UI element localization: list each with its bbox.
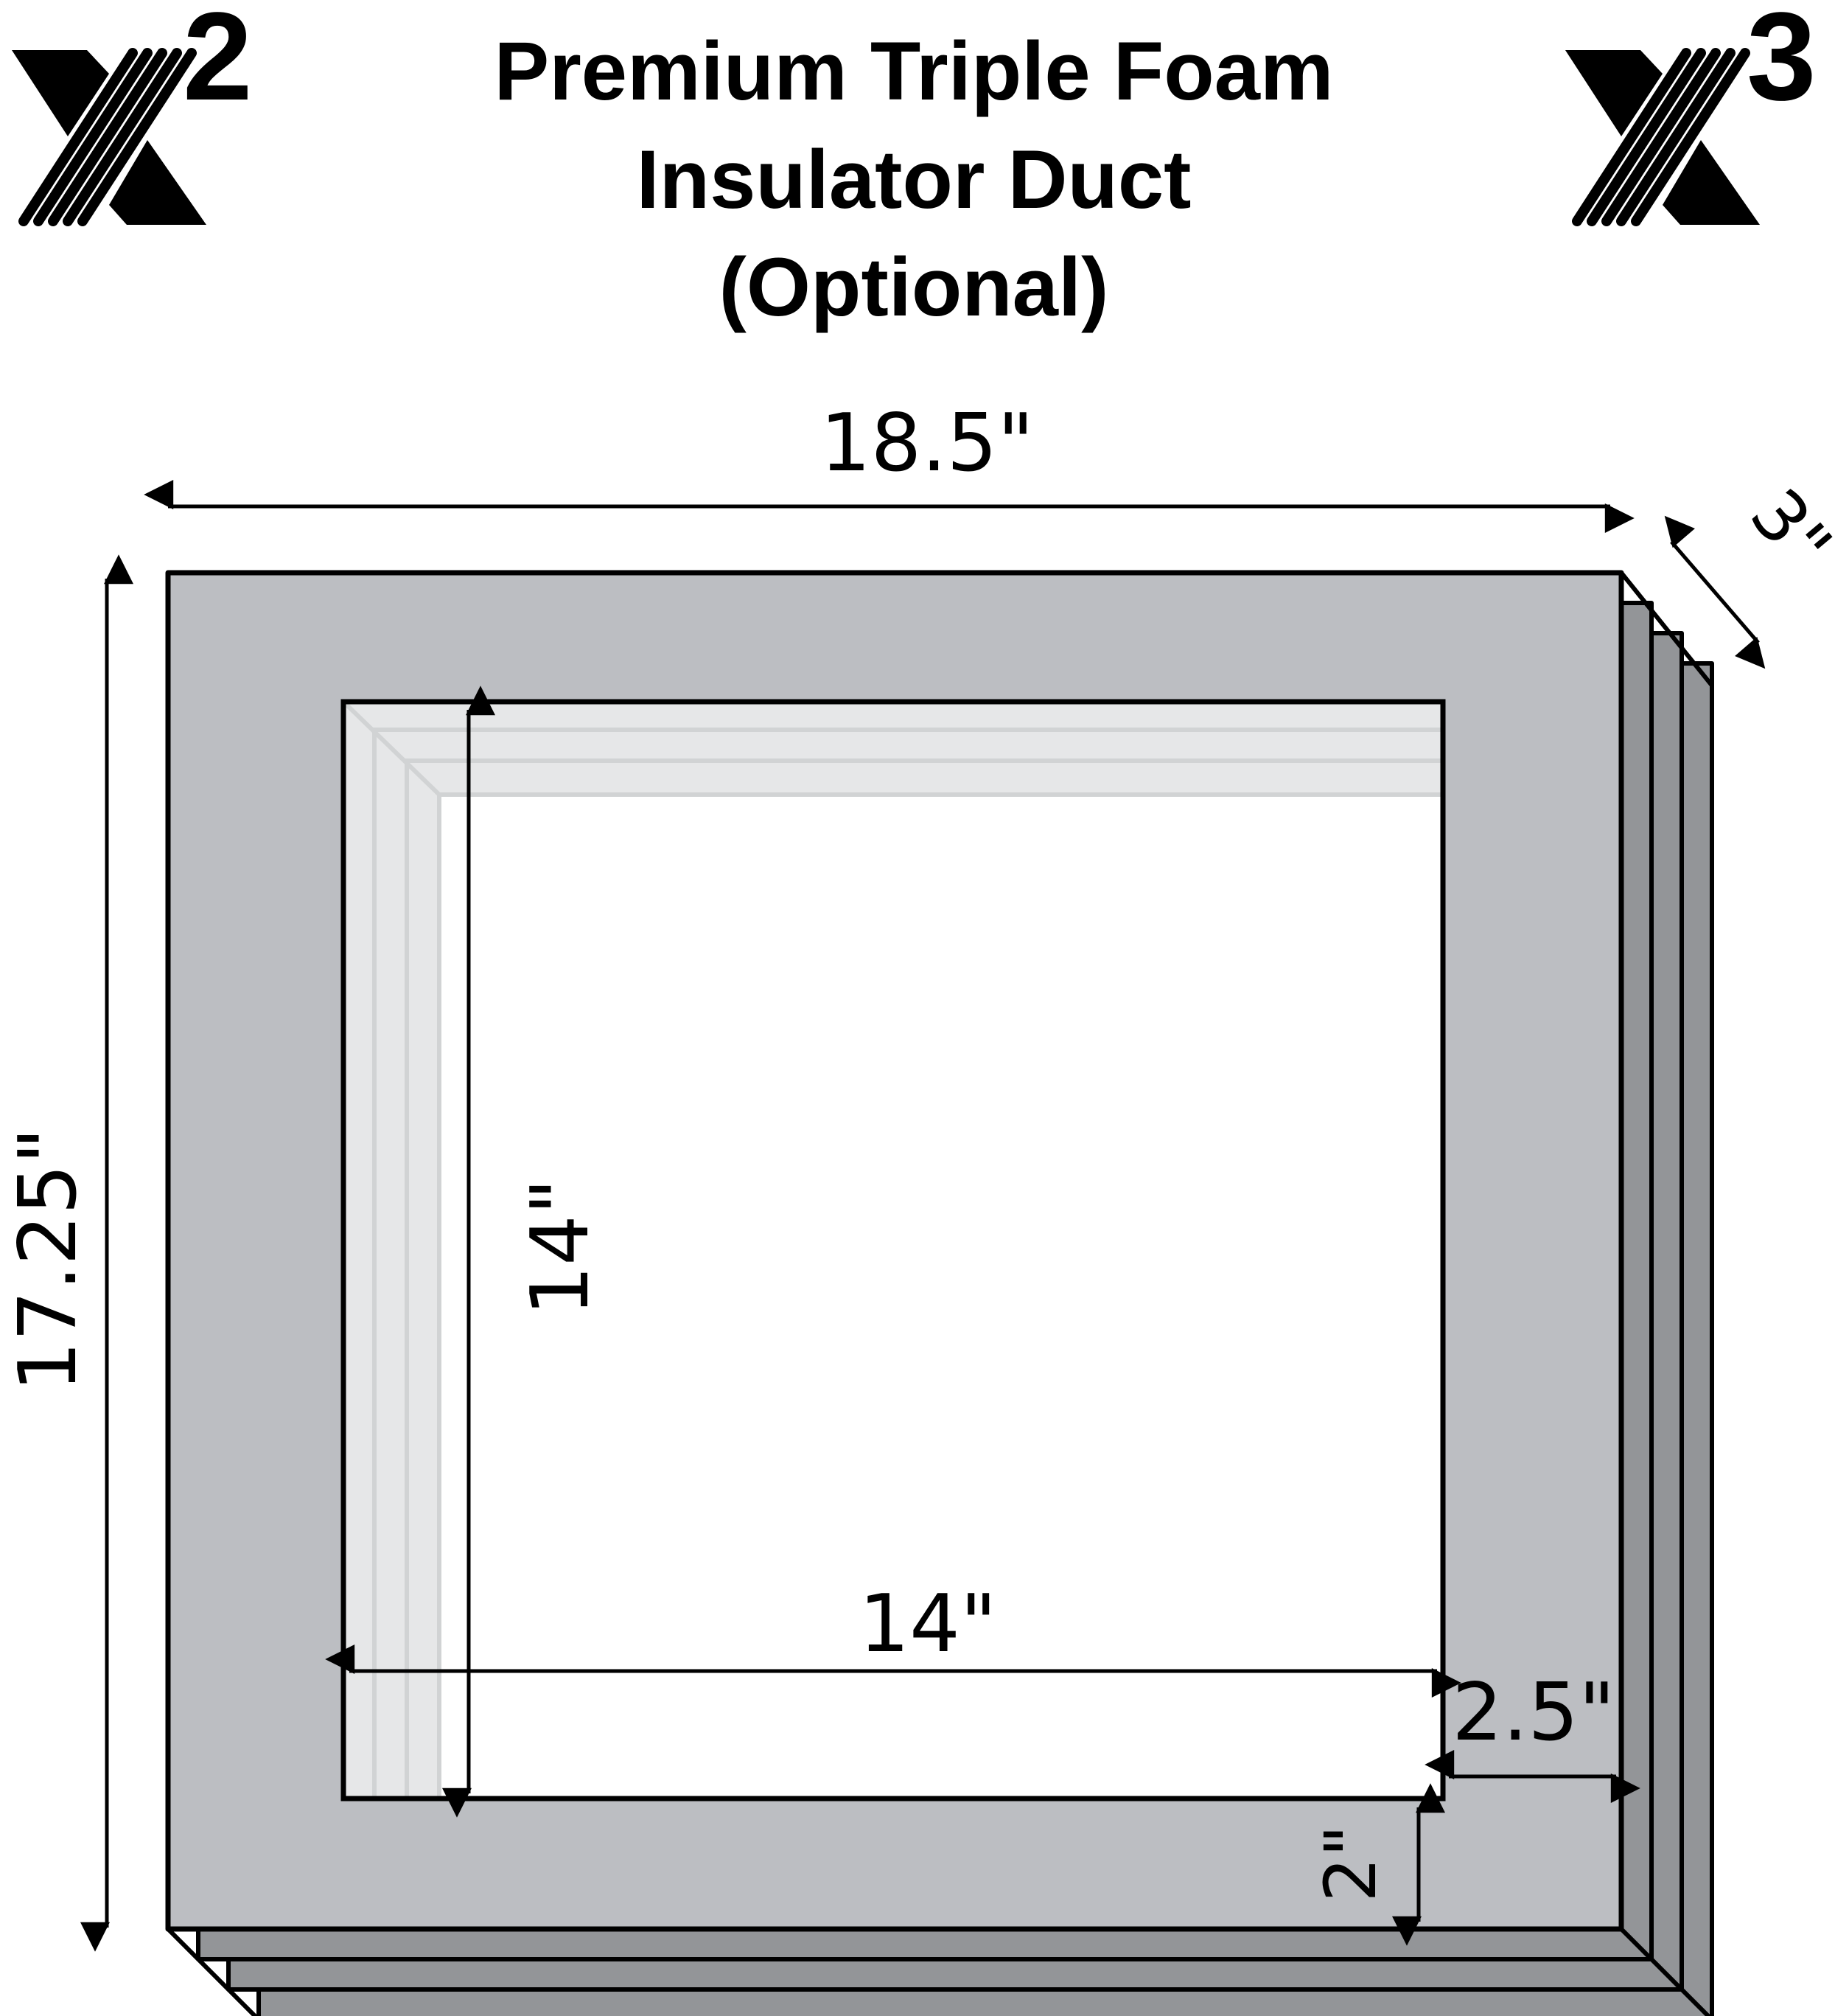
title-line-1: Premium Triple Foam: [494, 25, 1334, 117]
side-frame-label: 2.5": [1452, 1667, 1615, 1759]
x2-superscript: 2: [183, 0, 253, 127]
inner-opening: [340, 699, 1446, 1802]
x2-logo: 2: [12, 0, 253, 226]
depth-label: 3": [1735, 473, 1835, 586]
bottom-frame-label: 2": [1310, 1824, 1392, 1902]
depth-arrow: [1664, 515, 1766, 669]
title-line-2: Insulator Duct: [637, 133, 1192, 226]
title-line-3: (Optional): [719, 241, 1109, 333]
inner-height-label: 14": [514, 1178, 607, 1316]
x3-superscript: 3: [1747, 0, 1817, 127]
inner-width-label: 14": [859, 1578, 996, 1670]
outer-height-label: 17.25": [2, 1128, 94, 1392]
x3-logo: 3: [1565, 0, 1817, 226]
outer-width-label: 18.5": [820, 397, 1034, 489]
